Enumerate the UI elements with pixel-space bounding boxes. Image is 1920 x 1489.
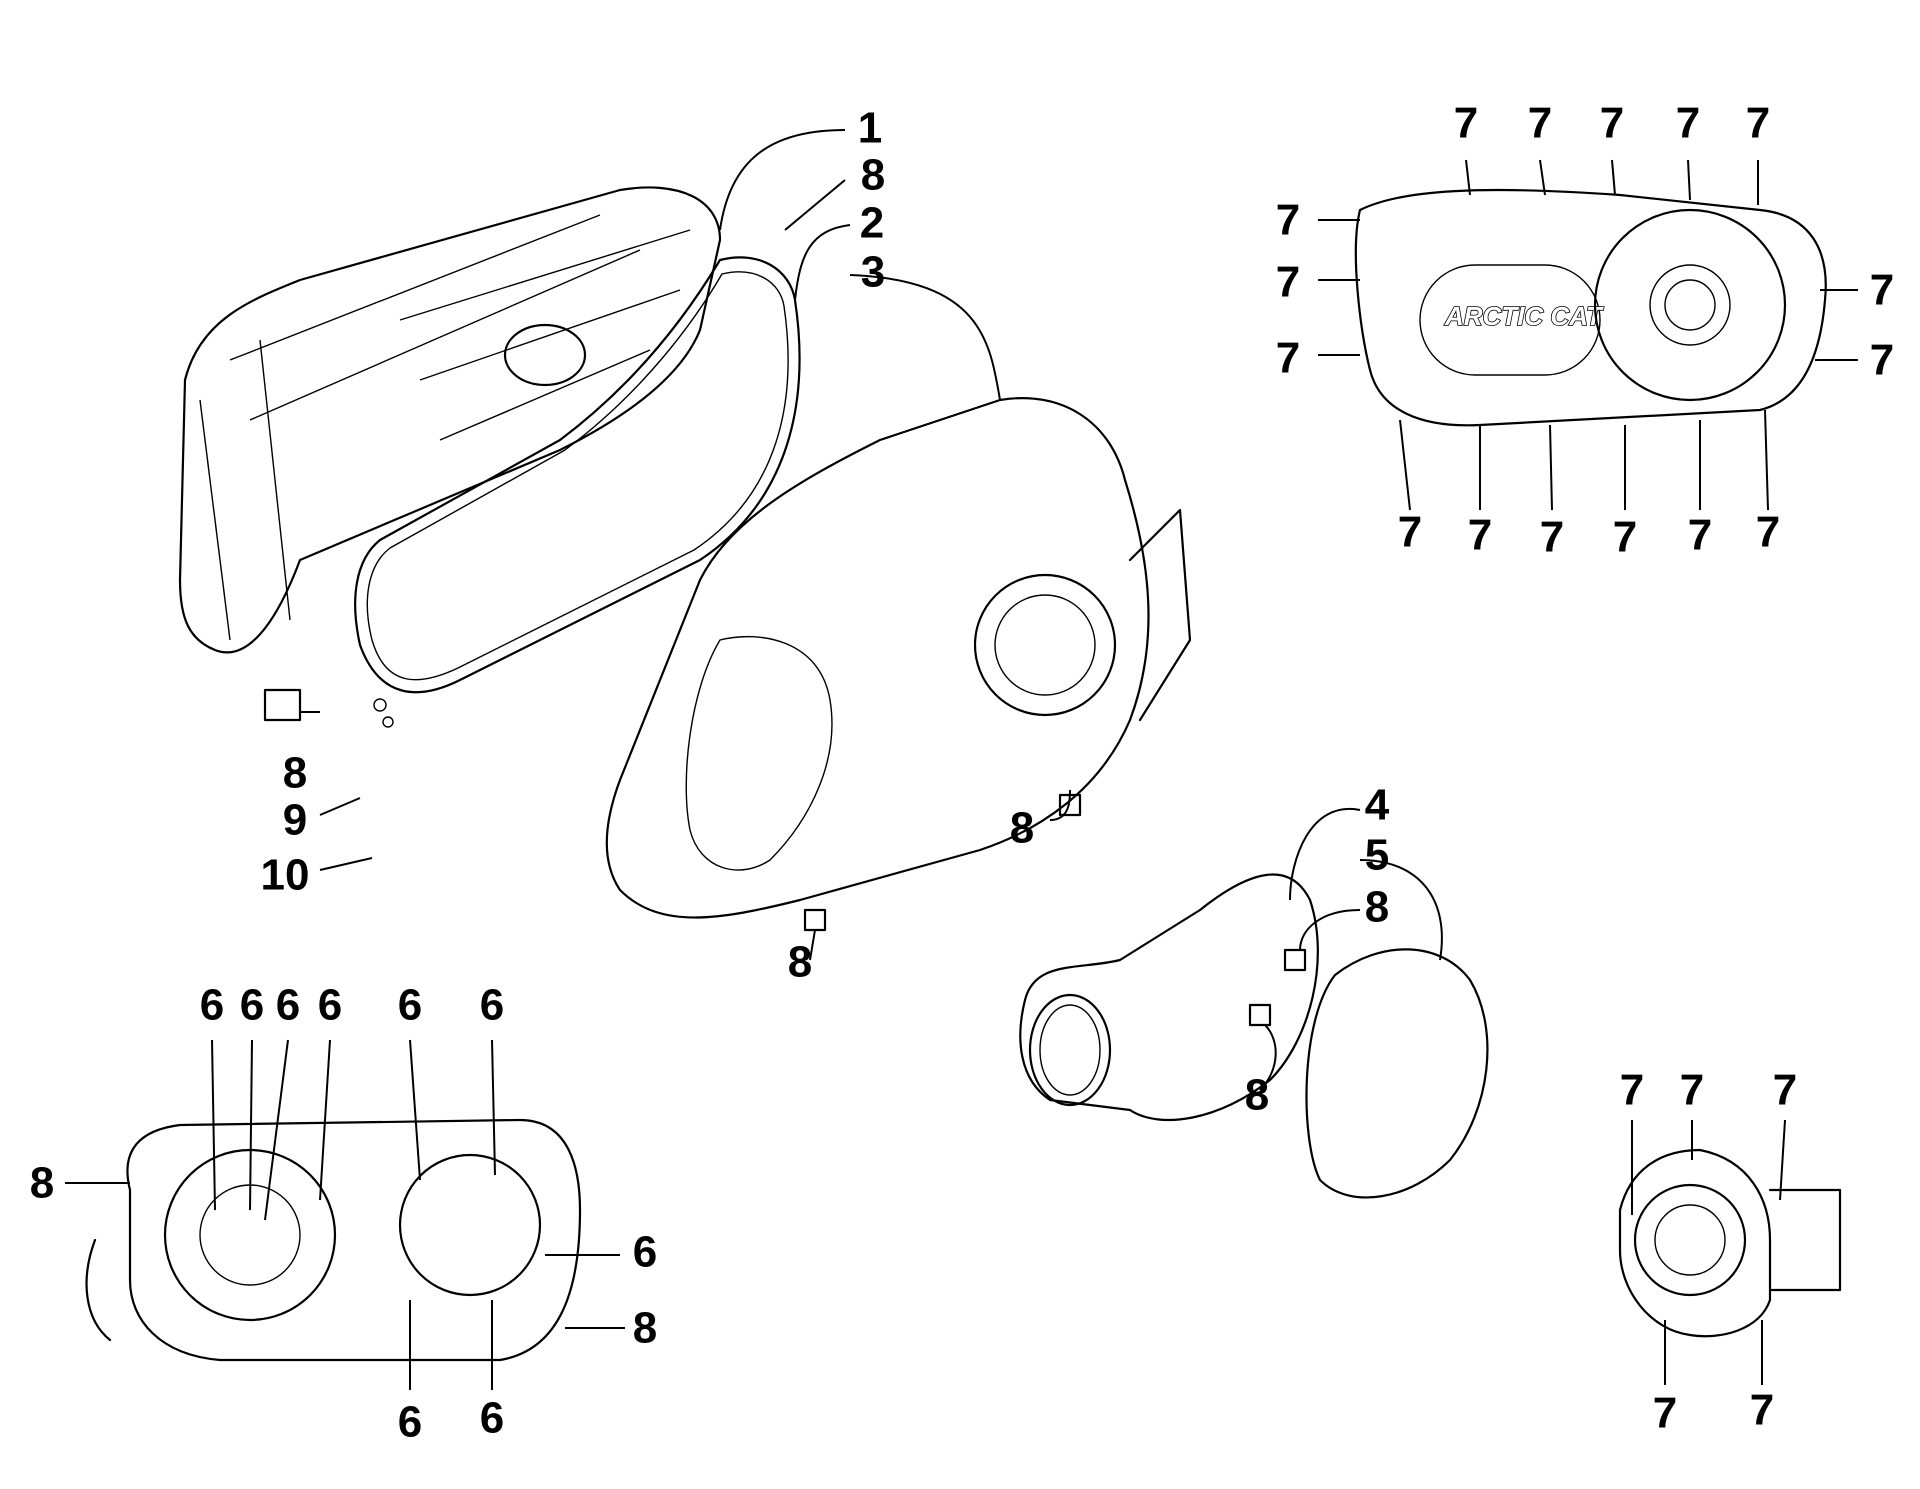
callout-7: 7	[1540, 513, 1564, 562]
callout-5: 5	[1365, 831, 1389, 880]
callout-6: 6	[480, 1394, 504, 1443]
callout-numbers: 1 8 2 3 8 9 10 8 8 4 5 8 8 7 7 7 7 7 7 7…	[30, 99, 1894, 1447]
callout-8: 8	[30, 1159, 54, 1208]
callout-7: 7	[1276, 258, 1300, 307]
callout-7: 7	[1276, 196, 1300, 245]
callout-8: 8	[633, 1304, 657, 1353]
callout-4: 4	[1365, 781, 1390, 830]
arctic-cat-logo: ARCTIC CAT	[1444, 301, 1604, 331]
callout-6: 6	[633, 1228, 657, 1277]
callout-6: 6	[398, 1398, 422, 1447]
callout-7: 7	[1600, 99, 1624, 148]
callout-6: 6	[398, 981, 422, 1030]
callout-7: 7	[1688, 511, 1712, 560]
part-outer-cover	[178, 186, 722, 722]
callout-7: 7	[1746, 99, 1770, 148]
callout-7: 7	[1773, 1066, 1797, 1115]
dowel-pin-8-left	[263, 688, 302, 722]
callout-8: 8	[1010, 804, 1034, 853]
callout-6: 6	[200, 981, 224, 1030]
callout-7: 7	[1276, 334, 1300, 383]
callout-7: 7	[1620, 1066, 1644, 1115]
part-gasket	[354, 256, 801, 728]
callout-7: 7	[1870, 336, 1894, 385]
callout-9: 9	[283, 796, 307, 845]
callout-1: 1	[858, 104, 882, 153]
callout-8: 8	[788, 938, 812, 987]
callout-6: 6	[480, 981, 504, 1030]
callout-7: 7	[1653, 1389, 1677, 1438]
callout-8: 8	[861, 151, 885, 200]
callout-7: 7	[1528, 99, 1552, 148]
callout-7: 7	[1676, 99, 1700, 148]
callout-6: 6	[240, 981, 264, 1030]
part-intake-housing	[1019, 873, 1319, 1122]
callout-7: 7	[1680, 1066, 1704, 1115]
callout-7: 7	[1870, 266, 1894, 315]
callout-7: 7	[1613, 513, 1637, 562]
dowel-pin-8-intake-lower	[1248, 1003, 1272, 1027]
callout-8: 8	[1245, 1071, 1269, 1120]
callout-2: 2	[860, 199, 884, 248]
cover-view-bottom-left	[85, 1118, 582, 1362]
callout-6: 6	[276, 981, 300, 1030]
callout-3: 3	[861, 248, 885, 297]
cover-view-bottom-right	[1618, 1148, 1842, 1338]
callout-8: 8	[1365, 883, 1389, 932]
callout-7: 7	[1468, 511, 1492, 560]
dowel-pin-8-mid-right	[1058, 793, 1082, 817]
callout-7: 7	[1756, 508, 1780, 557]
callout-7: 7	[1398, 508, 1422, 557]
dowel-pin-8-mid-bottom	[803, 908, 827, 932]
part-inner-cover	[605, 397, 1192, 932]
callout-7: 7	[1750, 1386, 1774, 1435]
callout-7: 7	[1454, 99, 1478, 148]
cover-view-top-right: ARCTIC CAT	[1354, 188, 1827, 427]
callout-10: 10	[261, 851, 310, 900]
leader-lines	[65, 129, 1858, 1390]
callout-8: 8	[283, 749, 307, 798]
part-intake-gasket	[1305, 948, 1489, 1199]
dowel-pin-8-intake-upper	[1283, 948, 1307, 972]
callout-6: 6	[318, 981, 342, 1030]
